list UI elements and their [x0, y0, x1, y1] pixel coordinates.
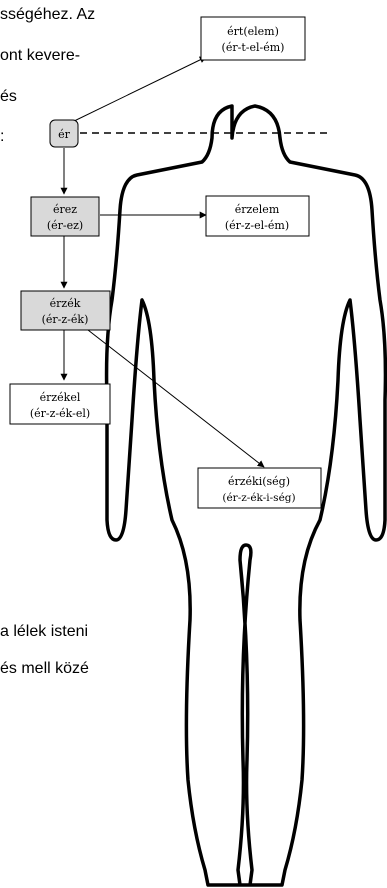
node-erez-line2: (ér-ez): [47, 219, 83, 232]
node-erzekiseg-line2: (ér-z-ék-i-ség): [222, 492, 295, 504]
node-erzekel-line2: (ér-z-ék-el): [30, 407, 90, 420]
node-erzelem-line1: érzelem: [235, 203, 280, 216]
arrow-er-to-ert: [68, 57, 206, 124]
node-ert: ért(elem) (ér-t-el-ém): [201, 17, 305, 60]
node-erzek: érzék (ér-z-ék): [21, 291, 110, 330]
node-erzekel: érzékel (ér-z-ék-el): [10, 384, 110, 424]
node-er: ér: [50, 120, 78, 147]
node-erzek-line2: (ér-z-ék): [42, 313, 89, 326]
node-ert-line1: ért(elem): [227, 25, 279, 38]
arrow-erzek-to-erzekiseg: [88, 330, 264, 467]
node-ert-line2: (ér-t-el-ém): [222, 41, 285, 54]
node-erzelem: érzelem (ér-z-el-ém): [206, 196, 309, 236]
node-erez: érez (ér-ez): [31, 197, 99, 236]
node-erzek-line1: érzék: [50, 297, 81, 310]
node-erzekel-line1: érzékel: [40, 391, 81, 404]
node-erzekiseg-line1: érzéki(ség): [228, 475, 290, 488]
node-er-label: ér: [58, 128, 71, 141]
node-erzekiseg: érzéki(ség) (ér-z-ék-i-ség): [198, 468, 321, 508]
node-erez-line1: érez: [53, 203, 77, 216]
node-erzelem-line2: (ér-z-el-ém): [225, 219, 289, 232]
